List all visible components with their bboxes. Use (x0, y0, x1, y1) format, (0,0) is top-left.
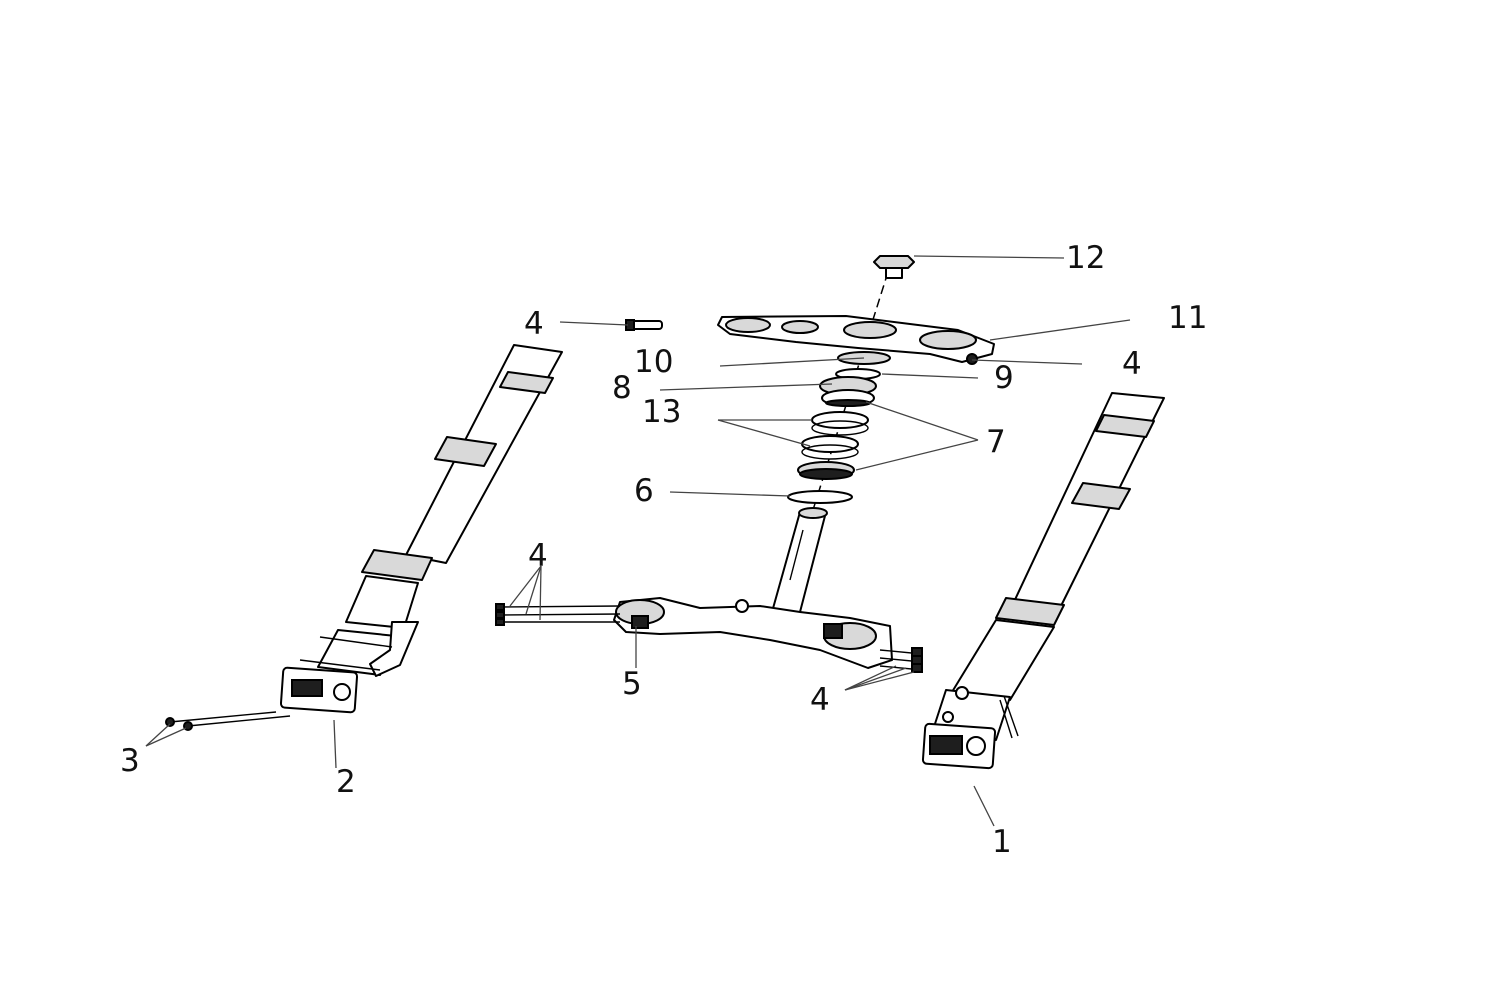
right-fork-leg (921, 392, 1165, 770)
callout-9: 9 (994, 360, 1014, 396)
lower-triple-clamp (613, 507, 893, 669)
stem-nut-8 (819, 376, 877, 407)
callout-1: 1 (992, 824, 1012, 860)
callout-3: 3 (120, 743, 140, 779)
bearing-race-lower (801, 435, 859, 460)
callout-2: 2 (336, 764, 356, 800)
stem-top-nut (873, 255, 915, 279)
bolt-top-left (625, 319, 663, 331)
tapered-bearing-7 (797, 461, 855, 480)
upper-triple-clamp (717, 315, 995, 365)
pinch-bolts-3 (165, 711, 291, 731)
callout-5: 5 (622, 666, 642, 702)
dust-seal-6 (787, 490, 853, 504)
callout-11: 11 (1168, 300, 1207, 336)
callout-numbers: 1 2 3 4 4 4 4 5 6 7 8 9 10 11 12 13 (120, 240, 1207, 860)
callout-7: 7 (986, 424, 1006, 460)
leader-lines (145, 255, 1131, 827)
callout-4-top-left: 4 (524, 306, 544, 342)
bearing-race-upper (811, 411, 869, 436)
clamp-bolts-lower-left (495, 603, 621, 626)
callout-12: 12 (1066, 240, 1105, 276)
clamp-bolts-lower-right (879, 647, 923, 673)
callout-4-lower-right: 4 (810, 682, 830, 718)
callout-4-top-right: 4 (1122, 346, 1142, 382)
callout-10: 10 (634, 344, 673, 380)
callout-13: 13 (642, 394, 681, 430)
left-fork-leg (279, 344, 563, 714)
callout-4-lower-left: 4 (528, 538, 548, 574)
callout-8: 8 (612, 370, 632, 406)
callout-6: 6 (634, 473, 654, 509)
